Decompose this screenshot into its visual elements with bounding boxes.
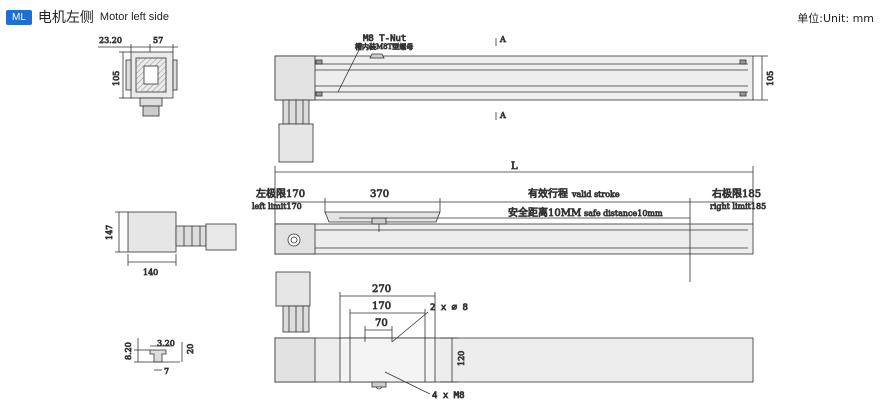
dim-20: 20 [186, 344, 195, 354]
dim-3-20: 3.20 [157, 339, 175, 348]
unit-label: 单位:Unit: mm [797, 12, 874, 25]
dim-105-right: 105 [766, 71, 775, 86]
valid-stroke-en: valid stroke [571, 190, 620, 199]
left-limit-en: left limit170 [252, 202, 302, 211]
dim-8-20: 8.20 [124, 342, 133, 360]
title-en: Motor left side [99, 11, 169, 23]
dim-7: 7 [164, 367, 169, 376]
left-limit-cn: 左极限170 [256, 187, 305, 200]
dim-120: 120 [457, 351, 466, 366]
safe-distance-cn: 安全距离10MM [508, 206, 581, 219]
front-view [274, 166, 754, 282]
header: ML 电机左侧 Motor left side [6, 8, 169, 26]
section-a-top: A [499, 35, 506, 44]
end-view [98, 44, 178, 117]
dim-L: L [511, 161, 518, 172]
dim-57: 57 [153, 36, 163, 45]
m8-label: 4 x M8 [432, 391, 465, 401]
t-slot-detail [134, 338, 183, 371]
right-limit-cn: 右极限185 [712, 187, 761, 200]
side-view [115, 211, 237, 266]
motor-position-badge: ML [6, 9, 32, 25]
dim-270: 270 [372, 284, 391, 295]
safe-distance-en: safe distance10mm [584, 209, 663, 218]
hole-label: 2 x ∅ 8 [430, 303, 468, 313]
dim-147: 147 [105, 225, 114, 240]
t-nut-label: M8 T-Nut [363, 34, 406, 44]
t-nut-label-cn: 槽内装M8T型螺母 [355, 42, 413, 51]
section-a-bottom: A [499, 111, 506, 120]
dim-105-left: 105 [112, 71, 121, 86]
dim-23-20: 23.20 [99, 36, 122, 45]
dim-370: 370 [370, 189, 389, 200]
bottom-view [274, 271, 754, 395]
top-view [274, 38, 768, 163]
dim-70: 70 [375, 318, 388, 329]
title-cn: 电机左侧 [37, 10, 94, 26]
right-limit-en: right limit185 [710, 202, 766, 211]
dim-140: 140 [143, 268, 158, 277]
dim-170: 170 [372, 301, 391, 312]
valid-stroke-cn: 有效行程 [528, 187, 568, 200]
